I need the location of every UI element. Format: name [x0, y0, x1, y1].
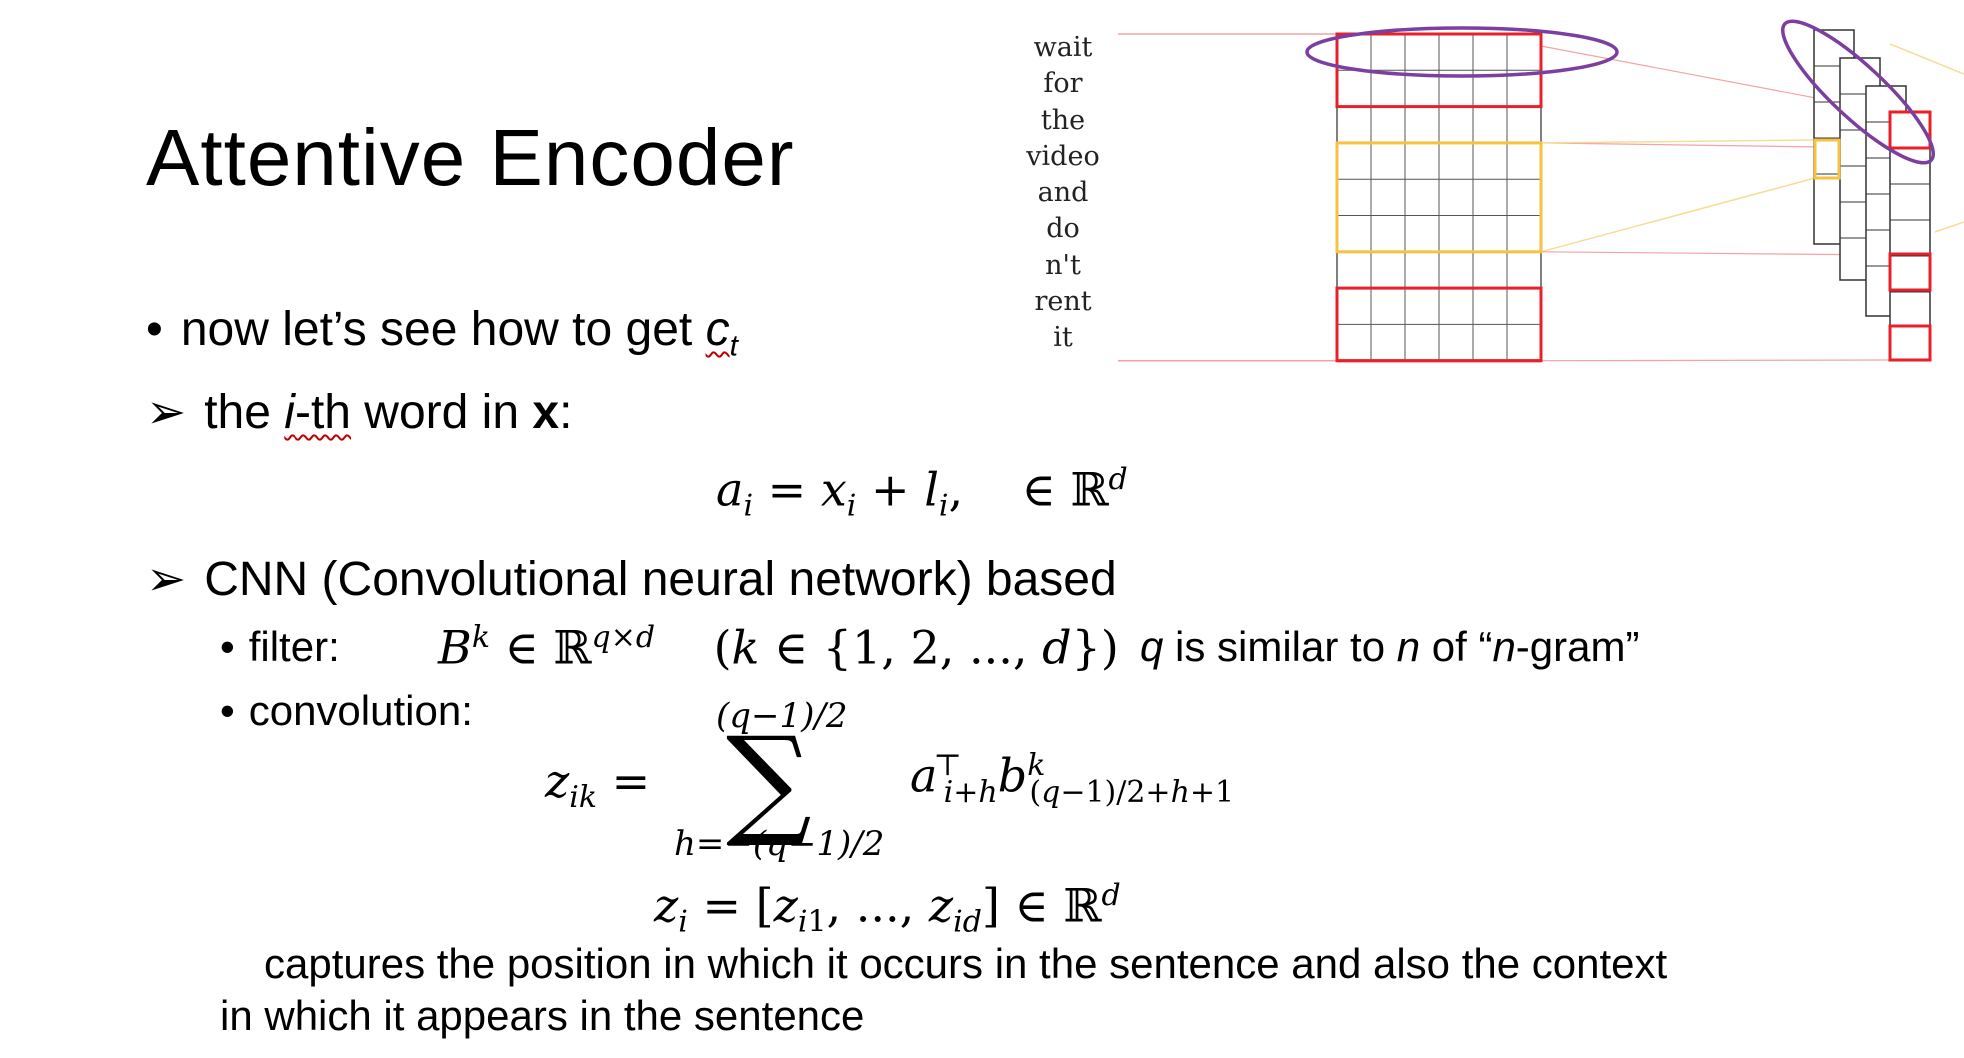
- word-label: the: [1040, 104, 1086, 136]
- guide-line: [1540, 359, 1891, 362]
- bullet-text: now let’s see how to get: [180, 303, 706, 356]
- feature-highlight-red: [1888, 324, 1932, 362]
- equation-zi: zi = [zi1, ..., zid] ∈ ℝd: [654, 878, 1121, 940]
- arrow-bullet-icon: ➢: [146, 553, 187, 606]
- feature-highlight-yellow: [1813, 138, 1841, 180]
- word-label: wait: [1033, 32, 1093, 63]
- sub-bullet-filter: •filter:: [220, 623, 340, 670]
- feature-map-stack: [1813, 29, 1931, 361]
- guide-lines: [1118, 33, 1964, 362]
- word-label: video: [1026, 140, 1100, 172]
- bullet-dot-icon: •: [220, 623, 235, 670]
- word-label: and: [1037, 177, 1089, 209]
- feature-highlight-red: [1888, 252, 1932, 292]
- guide-line: [1540, 177, 1816, 253]
- highlight-window-red: [1335, 32, 1543, 109]
- word-label: do: [1046, 213, 1080, 245]
- sum-lower-limit: h=−(q−1)/2: [674, 824, 885, 864]
- filter-note: q is similar to n of “n-gram”: [1140, 623, 1640, 670]
- word-label: rent: [1034, 286, 1092, 318]
- guide-line: [1934, 221, 1964, 233]
- equation-word-embedding: ai = xi + li, ∈ ℝd: [716, 462, 1128, 524]
- word-label: it: [1053, 322, 1073, 354]
- equation-filter: Bk ∈ ℝq×d (k ∈ {1, 2, ..., d}): [438, 620, 1119, 675]
- x-symbol: x: [532, 386, 560, 439]
- slide-title: Attentive Encoder: [146, 113, 795, 202]
- sum-upper-limit: (q−1)/2: [716, 696, 848, 736]
- sentence-word-list: wait for the video and do n't rent it: [1000, 30, 1126, 357]
- arrow-bullet-icon: ➢: [146, 386, 187, 439]
- bullet-how-to-get-ct: • now let’s see how to get ct: [146, 302, 738, 364]
- guide-line: [1540, 251, 1891, 256]
- bullet-ith-word: ➢the i-th word in x:: [146, 386, 573, 439]
- attention-ellipse: [1780, 19, 1936, 165]
- caption-line-1: captures the position in which it occurs…: [264, 940, 1668, 987]
- attention-ellipse: [1305, 26, 1619, 78]
- bullet-dot-icon: •: [146, 303, 163, 356]
- sum-symbol: ∑: [726, 712, 812, 851]
- highlight-window-yellow: [1335, 141, 1543, 254]
- guide-line: [1889, 43, 1964, 75]
- word-label: n't: [1045, 249, 1081, 281]
- embedding-matrix-grid: [1336, 33, 1542, 362]
- attention-ellipses: [1305, 19, 1936, 165]
- ct-symbol: ct: [705, 303, 738, 363]
- guide-line: [1540, 139, 1816, 144]
- bullet-cnn-based: ➢CNN (Convolutional neural network) base…: [146, 553, 1117, 606]
- sub-bullet-convolution: •convolution:: [220, 687, 473, 734]
- bullet-dot-icon: •: [220, 687, 235, 734]
- caption-line-2: in which it appears in the sentence: [220, 992, 865, 1039]
- word-label: for: [1043, 68, 1083, 100]
- highlight-boxes: [1335, 32, 1932, 363]
- ith-term: i-th: [284, 386, 351, 439]
